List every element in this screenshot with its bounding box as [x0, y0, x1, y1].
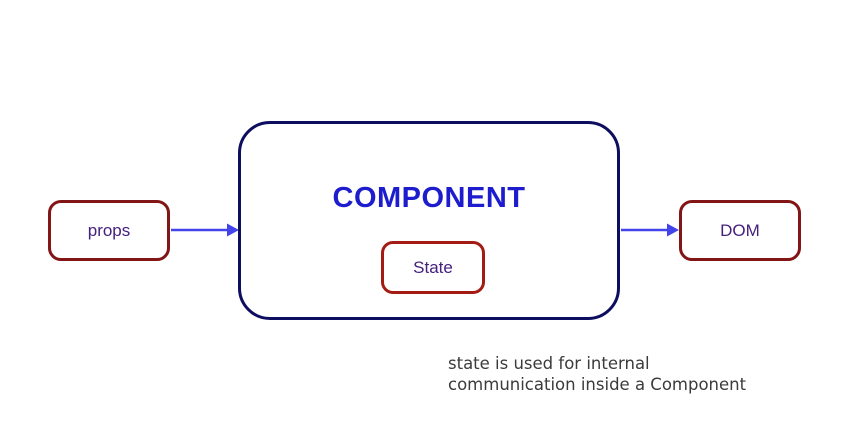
component-node: COMPONENT State	[238, 121, 620, 320]
component-to-dom-arrow	[621, 223, 679, 237]
dom-node: DOM	[679, 200, 801, 261]
component-label: COMPONENT	[332, 182, 526, 214]
caption-line: communication inside a Component	[448, 375, 747, 394]
props-label: props	[87, 220, 131, 240]
props-node: props	[48, 200, 170, 261]
dom-label: DOM	[720, 220, 760, 240]
state-node: State	[381, 241, 485, 294]
props-to-component-arrow	[171, 223, 239, 237]
state-label: State	[413, 257, 453, 277]
arrowhead-icon	[227, 223, 239, 237]
caption: state is used for internal communication…	[448, 353, 746, 395]
arrowhead-icon	[667, 223, 679, 237]
caption-line: state is used for internal	[448, 354, 650, 373]
